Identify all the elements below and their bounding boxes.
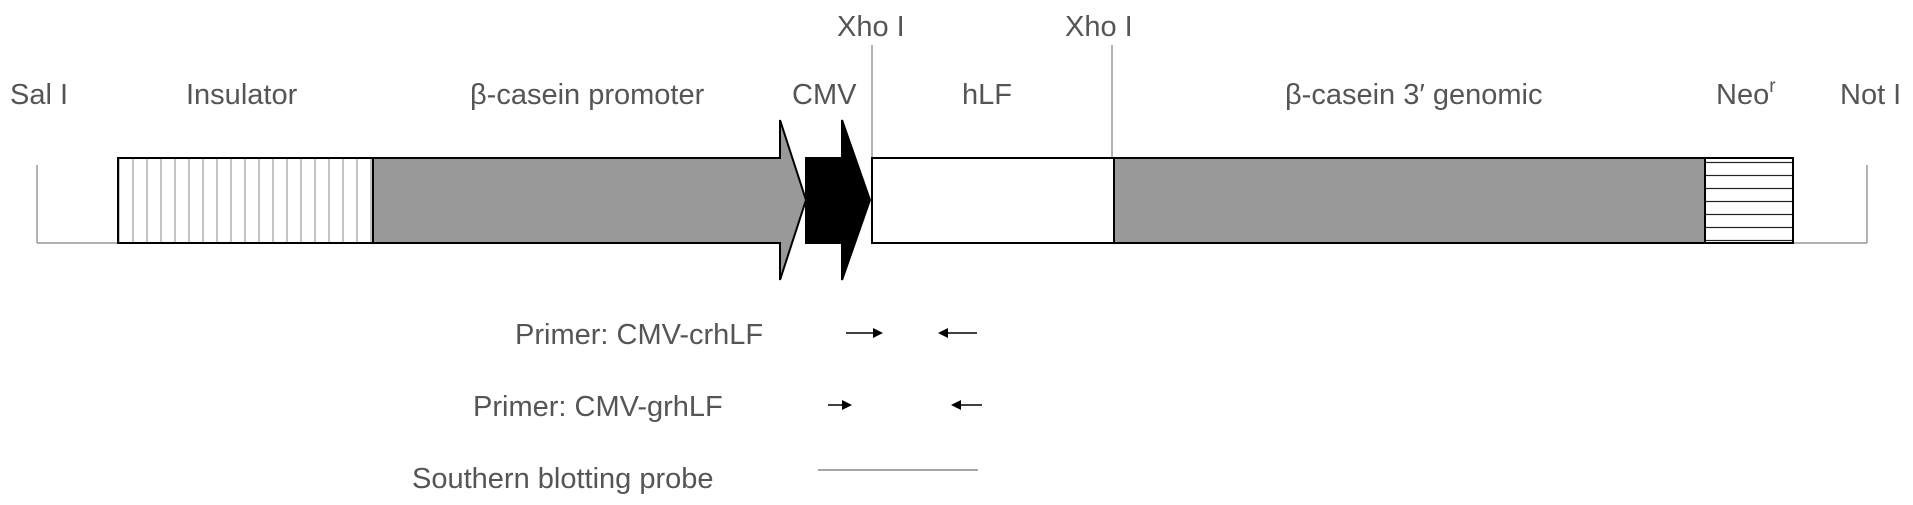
hlf-segment [871, 157, 1115, 244]
primer-crhlf-label: Primer: CMV-crhLF [515, 319, 763, 351]
neo-label-main: Neo [1716, 79, 1769, 111]
insulator-label: Insulator [186, 79, 298, 111]
primer-crhlf-reverse-arrow [938, 328, 977, 338]
xho-right-site-label: Xho I [1065, 11, 1133, 43]
cmv-label: CMV [792, 79, 857, 111]
genomic-label: β-casein 3′ genomic [1285, 79, 1542, 111]
not-site-label: Not I [1840, 79, 1901, 111]
primer-grhlf-forward-arrow [828, 400, 852, 410]
hlf-label: hLF [962, 79, 1012, 111]
promoter-label: β-casein promoter [470, 79, 705, 111]
primer-grhlf-label: Primer: CMV-grhLF [473, 391, 723, 423]
neo-label-superscript: r [1769, 76, 1776, 97]
cmv-arrow [805, 119, 872, 281]
neo-label: Neor [1716, 76, 1776, 111]
neo-segment [1704, 157, 1794, 244]
primer-grhlf-reverse-arrow [951, 400, 982, 410]
primer-crhlf-forward-arrow [846, 328, 883, 338]
sal-site-label: Sal I [10, 79, 68, 111]
genomic-segment [1113, 157, 1706, 244]
insulator-segment [117, 157, 374, 244]
xho-left-site-label: Xho I [837, 11, 905, 43]
promoter-arrow [372, 119, 808, 281]
probe-label: Southern blotting probe [412, 463, 714, 495]
